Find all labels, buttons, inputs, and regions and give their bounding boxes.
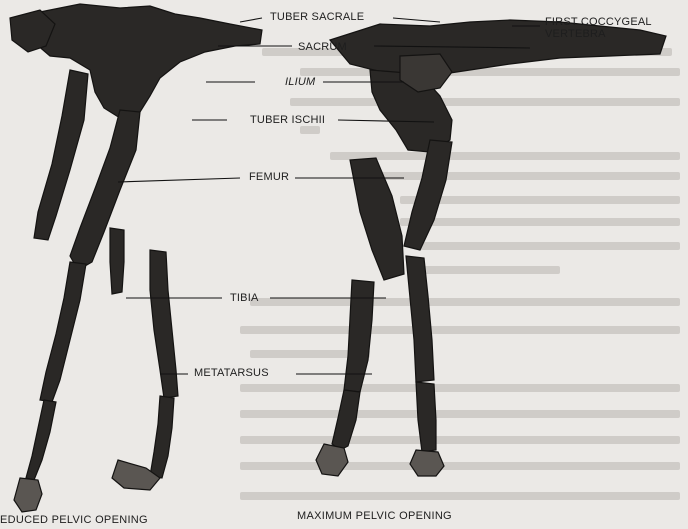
leader-tuber-sacrale xyxy=(393,18,440,22)
left-tibia xyxy=(40,262,86,402)
right-hoof-1 xyxy=(316,444,348,476)
right-femur-back xyxy=(404,140,452,250)
label-sacrum: SACRUM xyxy=(298,41,347,53)
label-femur: FEMUR xyxy=(249,171,289,183)
left-tibia-3 xyxy=(110,228,124,294)
right-skeleton xyxy=(316,20,666,476)
left-skeleton xyxy=(10,4,262,512)
left-hoof-1 xyxy=(14,478,42,512)
leader-tuber-sacrale-left xyxy=(240,18,262,22)
right-femur xyxy=(350,158,404,280)
caption-left: EDUCED PELVIC OPENING xyxy=(0,514,148,526)
leader-femur-left xyxy=(118,178,240,182)
label-tuber-ischii: TUBER ISCHII xyxy=(250,114,325,126)
right-tibia xyxy=(344,280,374,392)
right-hoof-2 xyxy=(410,450,444,476)
label-tuber-sacrale: TUBER SACRALE xyxy=(270,11,364,23)
label-metatarsus: METATARSUS xyxy=(194,367,269,379)
left-metatarsus xyxy=(26,400,56,480)
label-ilium: ILIUM xyxy=(285,76,315,88)
label-first-coccygeal-vertebra: VERTEBRA xyxy=(545,28,606,40)
right-metatarsus xyxy=(332,390,360,450)
label-tibia: TIBIA xyxy=(230,292,259,304)
left-tibia-2 xyxy=(150,250,178,398)
right-tibia-2 xyxy=(406,256,434,382)
left-femur-back xyxy=(34,70,88,240)
left-metatarsus-2 xyxy=(150,396,174,478)
caption-right: MAXIMUM PELVIC OPENING xyxy=(297,510,452,522)
label-first-coccygeal: FIRST COCCYGEAL xyxy=(545,16,652,28)
leader-lines xyxy=(118,18,540,374)
right-metatarsus-2 xyxy=(416,382,436,452)
